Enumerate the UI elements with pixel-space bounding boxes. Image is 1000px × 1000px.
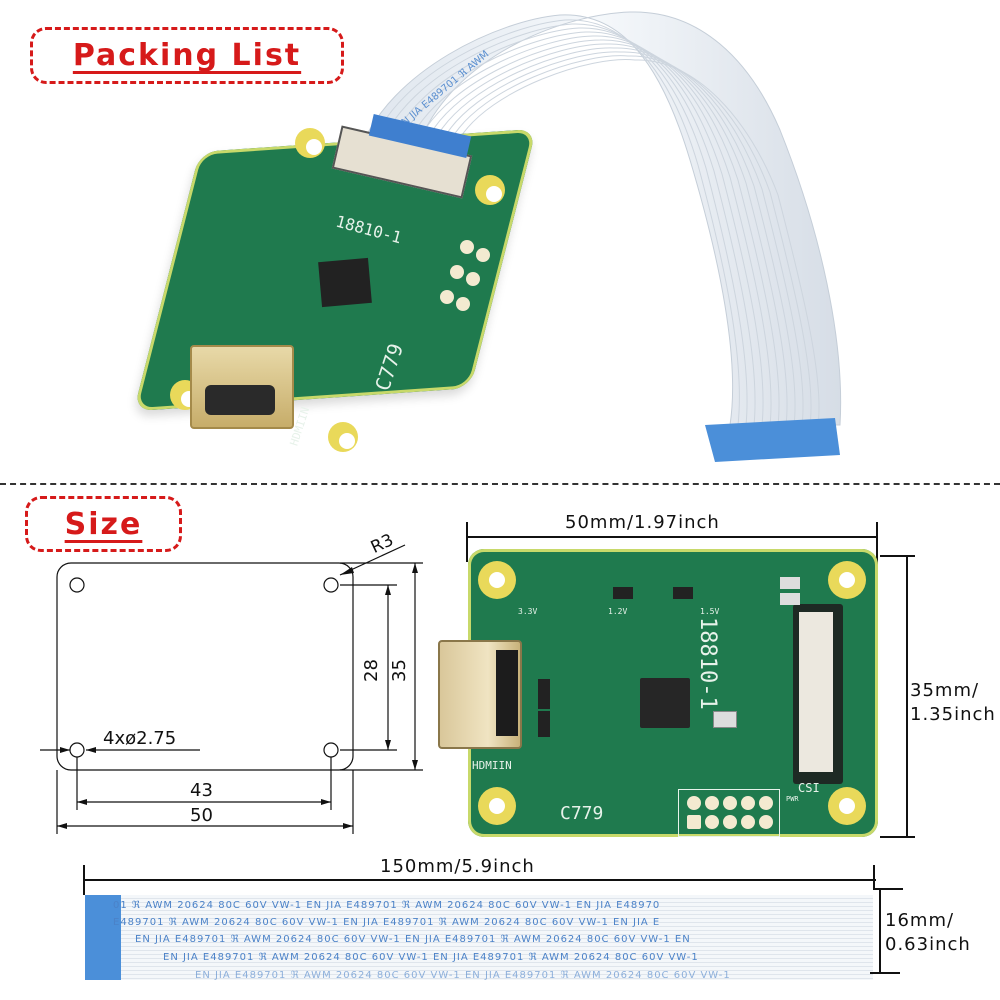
ffc-cable-photo: EN JIA E489701 ℜ AWM — [359, 11, 842, 462]
ffc-cable-flat: 01 ℜ AWM 20624 80C 60V VW-1 EN JIA E4897… — [85, 895, 873, 980]
hdmi-to-csi-board-photo: 18810-1 C779 HDMIIN — [130, 114, 537, 470]
cable-print-row: EN JIA E489701 ℜ AWM 20624 80C 60V VW-1 … — [163, 952, 699, 963]
width-label: 50 — [190, 805, 213, 826]
cable-length-dimension-line — [83, 879, 876, 881]
cable-width-label-2: 0.63inch — [885, 934, 971, 955]
cable-print-row: EN JIA E489701 ℜ AWM 20624 80C 60V VW-1 … — [195, 970, 731, 980]
board-height-dimension-line — [906, 555, 908, 837]
cable-print-row: 01 ℜ AWM 20624 80C 60V VW-1 EN JIA E4897… — [113, 900, 661, 911]
main-ic-chip — [640, 678, 690, 728]
cable-print-row: E489701 ℜ AWM 20624 80C 60V VW-1 EN JIA … — [113, 917, 661, 928]
packing-list-badge: Packing List — [30, 27, 344, 84]
size-title: Size — [64, 506, 143, 542]
csi-connector — [793, 604, 843, 784]
gpio-header — [678, 789, 780, 837]
height-label: 35 — [388, 659, 410, 682]
board-model: C779 — [560, 803, 604, 824]
height-hole-spacing-label: 28 — [360, 659, 382, 682]
hdmi-connector — [438, 640, 522, 749]
voltage-label-1v2: 1.2V — [608, 607, 628, 616]
cable-print-row: EN JIA E489701 ℜ AWM 20624 80C 60V VW-1 … — [135, 934, 691, 945]
hdmi-label: HDMIIN — [472, 759, 512, 772]
board-width-dimension-line — [466, 536, 876, 538]
section-divider — [0, 483, 1000, 485]
cable-width-dimension-line — [879, 888, 881, 973]
voltage-label-3v3: 3.3V — [518, 607, 538, 616]
cable-length-label: 150mm/5.9inch — [380, 856, 535, 877]
board-top-view: 18810-1 C779 HDMIIN CSI PWR 3.3V 1.2V 1.… — [468, 549, 878, 837]
size-badge: Size — [25, 496, 182, 552]
voltage-label-1v5: 1.5V — [700, 607, 720, 616]
packing-list-title: Packing List — [72, 38, 302, 73]
board-height-label-1: 35mm/ — [910, 680, 980, 701]
cad-drawing — [40, 544, 423, 834]
pwr-label: PWR — [786, 795, 799, 803]
oscillator — [713, 711, 737, 728]
csi-label: CSI — [798, 781, 820, 795]
board-height-label-2: 1.35inch — [910, 704, 996, 725]
width-hole-spacing-label: 43 — [190, 780, 213, 801]
hole-diameter-label: 4xø2.75 — [103, 728, 177, 749]
board-width-label: 50mm/1.97inch — [565, 512, 720, 533]
board-part-number: 18810-1 — [695, 617, 720, 710]
ffc-blue-stiffener-left — [85, 895, 121, 980]
cable-width-label-1: 16mm/ — [885, 910, 955, 931]
